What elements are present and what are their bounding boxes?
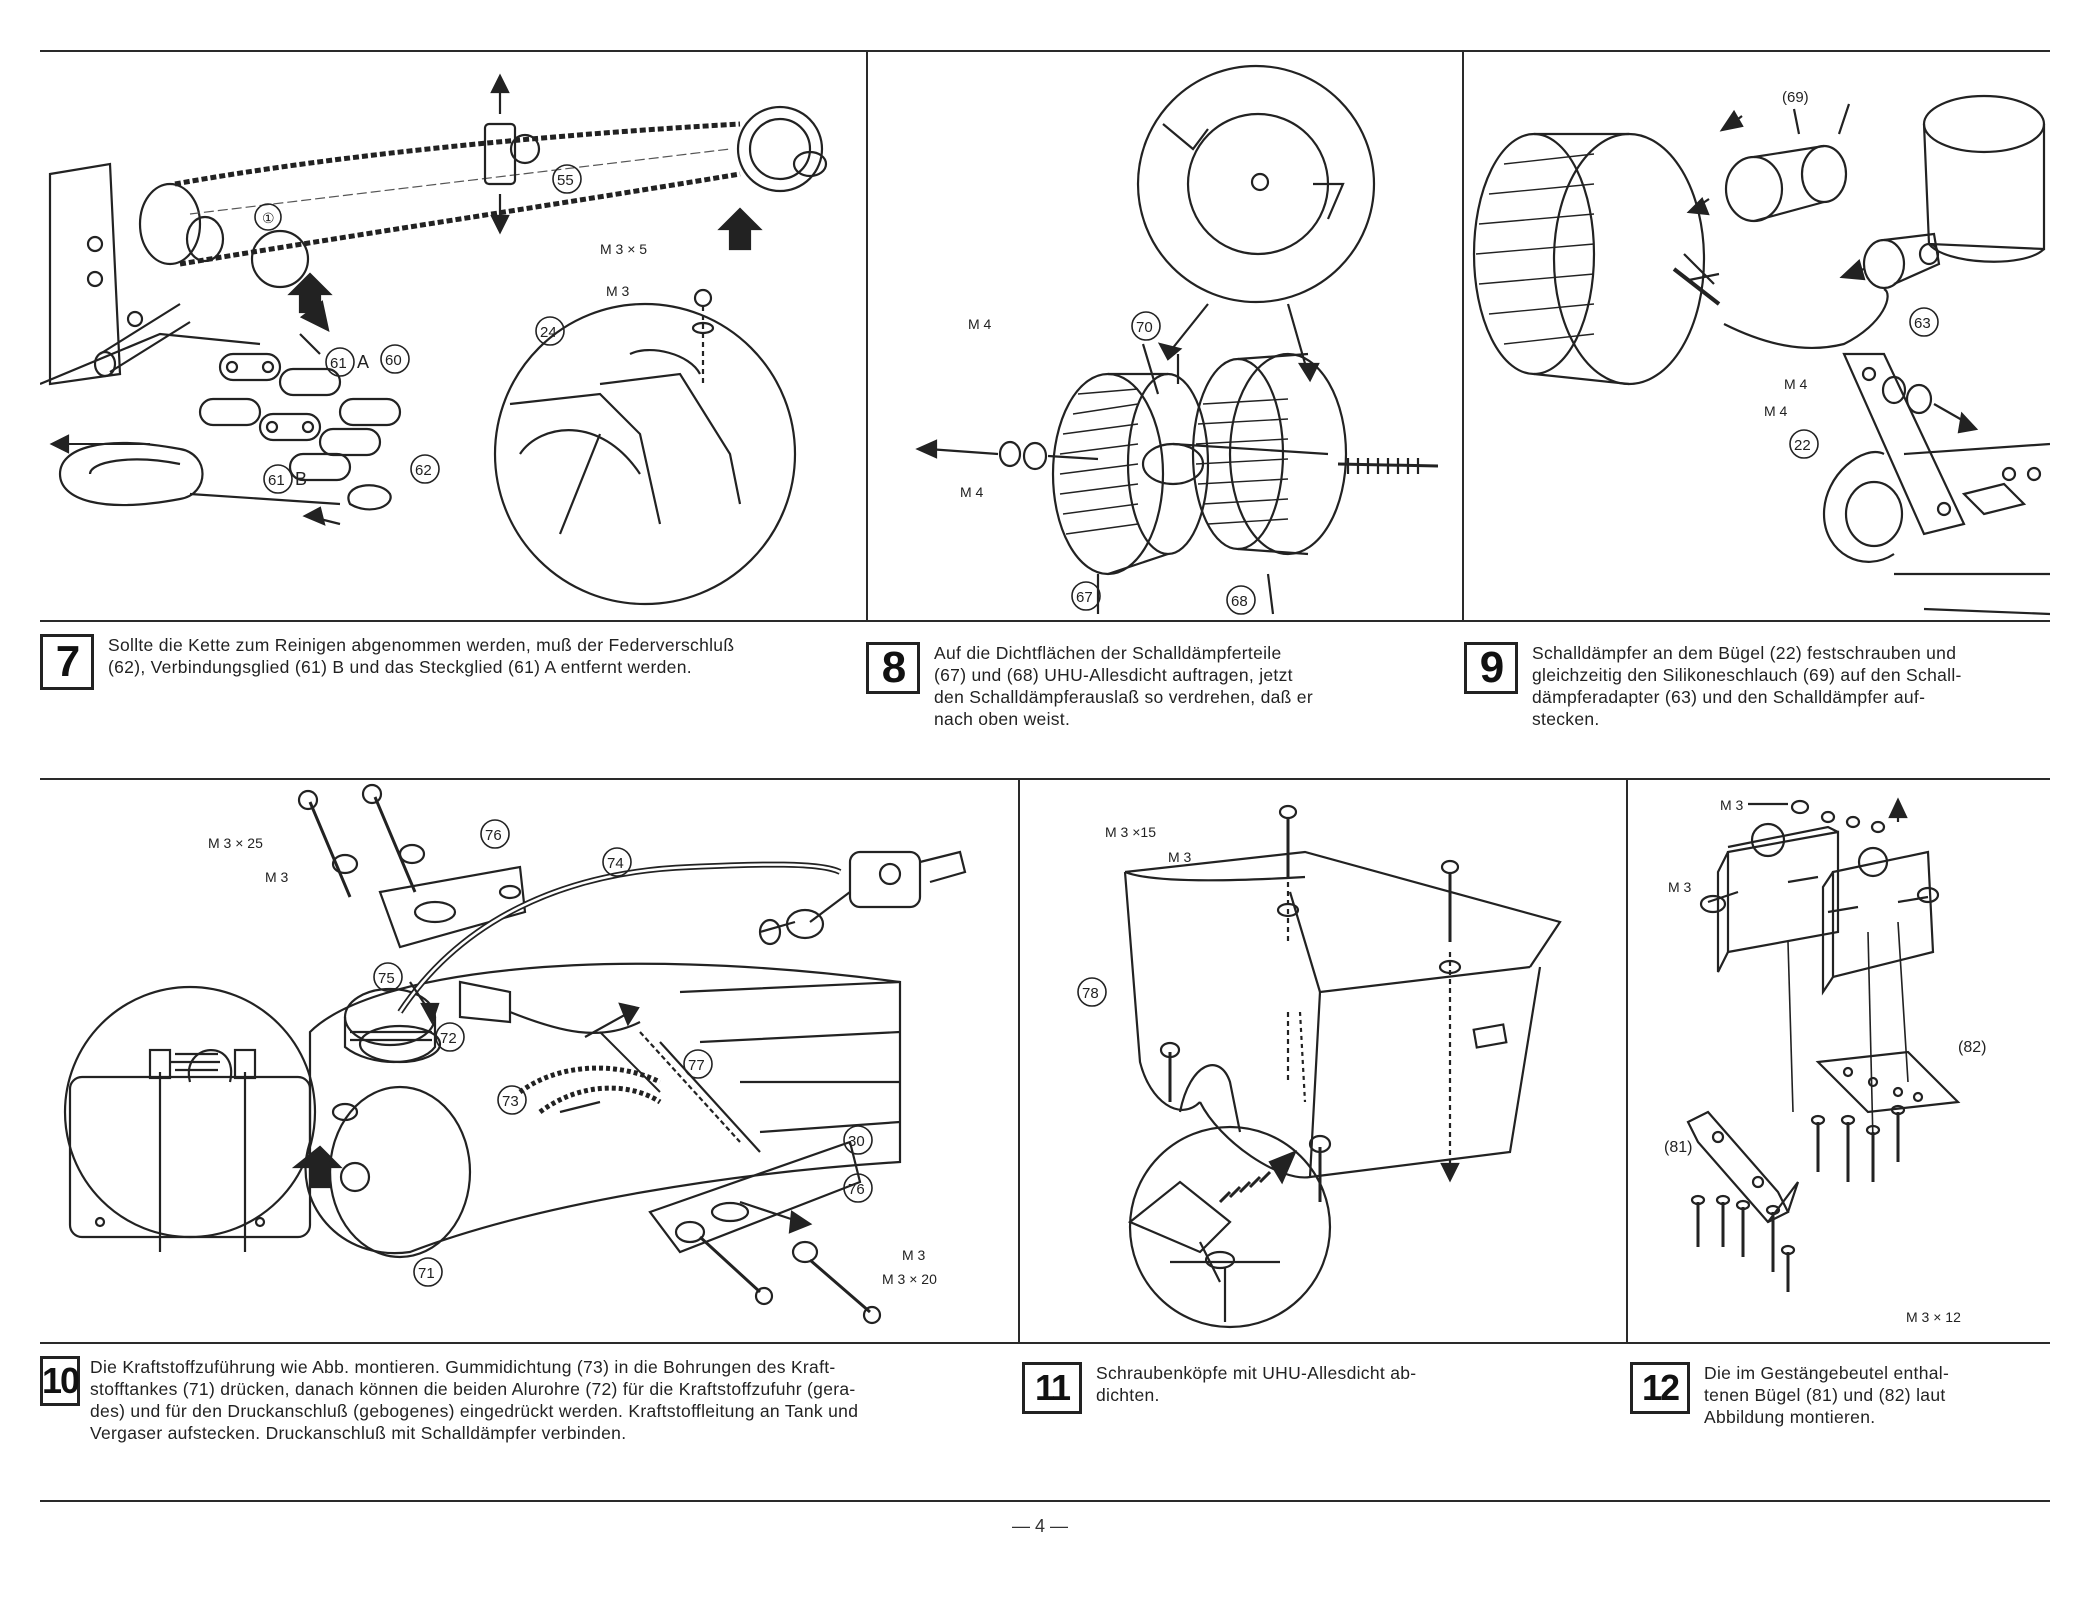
callout-63: 63 <box>1914 315 1931 332</box>
bottom-rule <box>40 1500 2050 1502</box>
servo-bracket-drawing: M 3 M 3 (82) (81) M 3 × 12 <box>1664 797 1986 1325</box>
callout-75: 75 <box>378 970 395 987</box>
callout-72: 72 <box>440 1030 457 1047</box>
letter-b: B <box>295 469 307 489</box>
row2-caption-rule <box>40 1342 2050 1344</box>
muffler-drawing: M 4 M 4 70 67 68 <box>915 64 1439 615</box>
callout-61a: 61 <box>330 355 347 372</box>
callout-76-top: 76 <box>485 827 502 844</box>
fuel-tank-drawing: M 3 × 25 M 3 76 74 75 72 73 77 30 76 71 <box>63 783 967 1325</box>
label-m3x25: M 3 × 25 <box>208 835 263 851</box>
callout-70: 70 <box>1136 319 1153 336</box>
label-m3x12: M 3 × 12 <box>1906 1309 1961 1325</box>
callout-60: 60 <box>385 352 402 369</box>
label-m3: M 3 <box>1168 849 1192 865</box>
callout-76-bottom: 76 <box>848 1181 865 1198</box>
label-m3-top: M 3 <box>1720 797 1744 813</box>
callout-67: 67 <box>1076 589 1093 606</box>
callout-78: 78 <box>1082 985 1099 1002</box>
label-m3x5: M 3 × 5 <box>600 241 647 257</box>
divider-11-12 <box>1626 778 1628 1343</box>
label-m3-left: M 3 <box>1668 879 1692 895</box>
step-9-caption: 9 Schalldämpfer an dem Bügel (22) festsc… <box>1464 642 2044 730</box>
top-rule <box>40 50 2050 52</box>
step-12-badge: 12 <box>1630 1362 1690 1414</box>
callout-71: 71 <box>418 1265 435 1282</box>
step-11-caption: 11 Schraubenköpfe mit UHU-Allesdicht ab-… <box>1022 1362 1612 1414</box>
callout-74: 74 <box>607 855 624 872</box>
callout-68: 68 <box>1231 593 1248 610</box>
step-12-caption: 12 Die im Gestängebeutel enthal- tenen B… <box>1630 1362 2040 1428</box>
divider-8-9 <box>1462 50 1464 622</box>
illustration-step-12: M 3 M 3 (82) (81) M 3 × 12 <box>1628 782 2050 1340</box>
cover-drawing: M 3 ×15 M 3 78 <box>1077 804 1562 1329</box>
illustration-step-10: M 3 × 25 M 3 76 74 75 72 73 77 30 76 71 <box>40 782 1016 1340</box>
callout-55: 55 <box>557 172 574 189</box>
step-7-text: Sollte die Kette zum Reinigen abgenommen… <box>108 635 735 677</box>
callout-24: 24 <box>540 324 557 341</box>
callout-82: (82) <box>1958 1039 1986 1056</box>
illustration-step-8: M 4 M 4 70 67 68 <box>868 54 1460 618</box>
step-10-caption: 10 Die Kraftstoffzuführung wie Abb. mont… <box>40 1356 1000 1444</box>
divider-7-8 <box>866 50 868 622</box>
middle-rule <box>40 778 2050 780</box>
step-9-badge: 9 <box>1464 642 1518 694</box>
label-m3-top: M 3 <box>265 869 289 885</box>
step-11-text: Schraubenköpfe mit UHU-Allesdicht ab- di… <box>1096 1363 1417 1405</box>
step-7-caption: 7 Sollte die Kette zum Reinigen abgenomm… <box>40 634 850 690</box>
callout-69: (69) <box>1782 89 1809 106</box>
letter-a: A <box>357 352 369 372</box>
step-7-badge: 7 <box>40 634 94 690</box>
label-m3-bottom: M 3 <box>902 1247 926 1263</box>
illustration-step-11: M 3 ×15 M 3 78 <box>1020 782 1624 1340</box>
step-9-text: Schalldämpfer an dem Bügel (22) festschr… <box>1532 643 1962 729</box>
callout-73: 73 <box>502 1093 519 1110</box>
chain-drive-drawing: ① 55 M 3 × 5 M 3 24 60 61 A 61 B 62 <box>40 73 828 606</box>
callout-77: 77 <box>688 1057 705 1074</box>
step-11-badge: 11 <box>1022 1362 1082 1414</box>
muffler-bracket-drawing: (69) 63 M 4 M 4 22 <box>1472 89 2050 616</box>
callout-22: 22 <box>1794 437 1811 454</box>
label-m3: M 3 <box>606 283 630 299</box>
label-m4-upper: M 4 <box>1784 376 1808 392</box>
label-m3x15: M 3 ×15 <box>1105 824 1156 840</box>
step-8-caption: 8 Auf die Dichtflächen der Schalldämpfer… <box>866 642 1446 730</box>
label-m4-bottom: M 4 <box>960 484 984 500</box>
page-number: — 4 — <box>1011 1516 1068 1536</box>
label-m3x20: M 3 × 20 <box>882 1271 937 1287</box>
row1-caption-rule <box>40 620 2050 622</box>
callout-62: 62 <box>415 462 432 479</box>
callout-81: (81) <box>1664 1139 1692 1156</box>
callout-30: 30 <box>848 1133 865 1150</box>
divider-10-11 <box>1018 778 1020 1343</box>
callout-61b: 61 <box>268 472 285 489</box>
label-m4-lower: M 4 <box>1764 403 1788 419</box>
step-8-text: Auf die Dichtflächen der Schalldämpferte… <box>934 643 1313 729</box>
step-8-badge: 8 <box>866 642 920 694</box>
illustration-step-9: (69) 63 M 4 M 4 22 <box>1464 54 2050 618</box>
step-12-text: Die im Gestängebeutel enthal- tenen Büge… <box>1704 1363 1950 1427</box>
label-m4-top: M 4 <box>968 316 992 332</box>
step-10-text: Die Kraftstoffzuführung wie Abb. montier… <box>90 1357 859 1443</box>
callout-1: ① <box>262 210 275 226</box>
step-10-badge: 10 <box>40 1356 80 1406</box>
illustration-step-7: ① 55 M 3 × 5 M 3 24 60 61 A 61 B 62 <box>40 54 864 618</box>
